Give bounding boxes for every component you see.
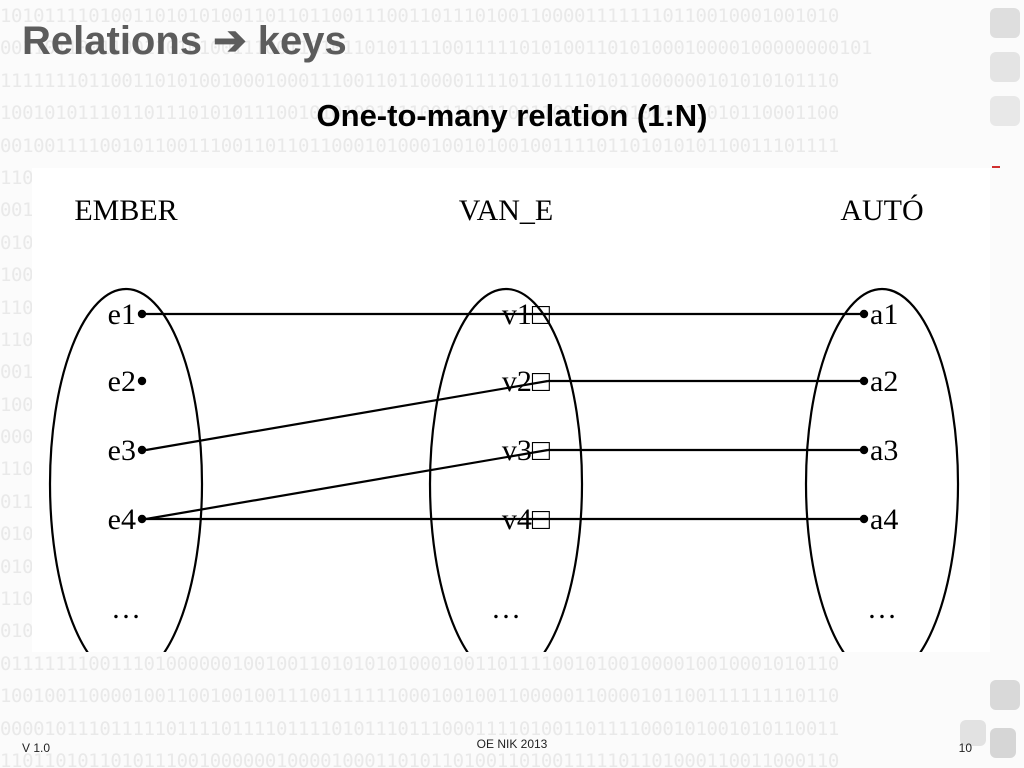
element-dot <box>137 514 147 524</box>
binary-line: 1111111011001101010010001000111001101100… <box>0 69 839 92</box>
binary-line: 0010011110010110011100110110110001010001… <box>0 134 839 157</box>
footer-version: V 1.0 <box>22 741 51 755</box>
element-dot <box>859 514 869 524</box>
set-element-label: e2 <box>108 365 136 398</box>
set-ellipse <box>48 287 204 652</box>
decor-square <box>990 680 1020 710</box>
element-dot <box>859 445 869 455</box>
set-element-label: a2 <box>870 365 898 398</box>
slide-subtitle: One-to-many relation (1:N) <box>316 98 708 133</box>
binary-line: 0011011001100110101001110011010110101111… <box>0 37 873 60</box>
set-ellipsis: … <box>867 592 897 625</box>
binary-line: 0000101110111110111101111011110101110111… <box>0 717 839 740</box>
set-element-label: a3 <box>870 434 898 467</box>
set-label: VAN_E <box>459 194 553 227</box>
binary-line: 0111111100111010000001001001101010101000… <box>0 652 839 675</box>
element-dot <box>137 376 147 386</box>
set-ellipsis: … <box>491 592 521 625</box>
red-mark <box>992 166 1000 168</box>
element-dot <box>859 309 869 319</box>
set-element-label: e4 <box>108 503 136 536</box>
set-ellipsis: … <box>111 592 141 625</box>
page-number: 10 <box>958 741 972 755</box>
element-dot <box>137 309 147 319</box>
set-element-label: a1 <box>870 298 898 331</box>
binary-line: 1010111101001101010100110110110011100110… <box>0 5 839 27</box>
set-label: AUTÓ <box>840 194 923 227</box>
connection-line <box>145 448 549 521</box>
element-dot <box>859 376 869 386</box>
set-element-label: e1 <box>108 298 136 331</box>
set-ellipse <box>804 287 960 652</box>
set-element-label: a4 <box>870 503 898 536</box>
decor-square <box>990 96 1020 126</box>
binary-line: 1001010111011011101010111001010100101100… <box>0 102 839 125</box>
decor-square <box>990 52 1020 82</box>
slide-title: Relations ➔ keys <box>22 19 347 63</box>
set-ellipse <box>428 287 584 652</box>
set-element-label: e3 <box>108 434 136 467</box>
relation-diagram: EMBERe1e2e3e4…VAN_Ev1□v2□v3□v4□…AUTÓa1a2… <box>48 194 960 652</box>
decor-square <box>990 728 1016 758</box>
binary-line: 1101101011010111001000000100001000110101… <box>0 749 839 768</box>
connection-line <box>145 379 549 452</box>
decor-square <box>960 720 986 746</box>
binary-line: 1001001100001001100100100111001111110001… <box>0 685 839 708</box>
set-label: EMBER <box>74 194 177 227</box>
decor-square <box>990 8 1020 38</box>
footer-center: OE NIK 2013 <box>476 737 548 751</box>
element-dot <box>137 445 147 455</box>
